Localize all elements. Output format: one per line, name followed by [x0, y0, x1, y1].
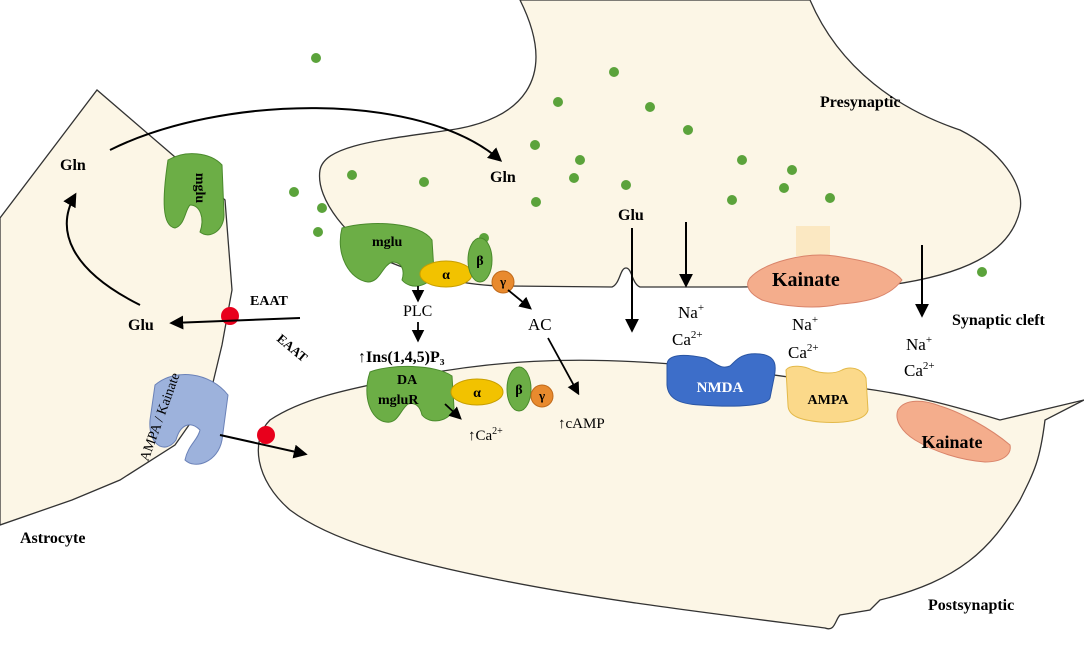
eaat-uptake-arrow — [169, 315, 301, 330]
nmda-receptor — [666, 353, 776, 407]
mglur-receptor-postsynaptic — [366, 365, 455, 423]
kainate-presynaptic-label: Kainate — [772, 269, 840, 291]
vesicle — [311, 53, 321, 63]
presynaptic-label: Presynaptic — [820, 94, 901, 111]
alpha-postsynaptic-label: α — [473, 386, 481, 401]
vesicle — [347, 170, 357, 180]
eaat-label-1: EAAT — [250, 294, 289, 309]
gln-transfer-arrow — [109, 107, 503, 162]
gamma-to-ac-arrow — [507, 289, 532, 310]
camp-label: ↑cAMP — [558, 416, 605, 432]
vesicle — [787, 165, 797, 175]
g-beta-presynaptic — [467, 237, 493, 283]
vesicle — [317, 203, 327, 213]
vesicle — [530, 140, 540, 150]
svg-text:Ca2+: Ca2+ — [788, 342, 819, 362]
svg-text:Na+: Na+ — [792, 314, 818, 334]
da-label: DA — [397, 373, 418, 388]
mglur-postsynaptic-label: mgluR — [378, 393, 419, 408]
astrocyte-label: Astrocyte — [20, 530, 85, 547]
glutamate-vesicles — [289, 53, 987, 277]
vesicle — [575, 155, 585, 165]
mglur-to-ca-arrow — [444, 403, 462, 420]
gln-label-center: Gln — [490, 169, 516, 186]
plc-label: PLC — [403, 303, 432, 320]
vesicle — [531, 197, 541, 207]
gamma-postsynaptic-label: γ — [538, 388, 545, 403]
svg-text:Ca2+: Ca2+ — [904, 360, 935, 380]
g-alpha-postsynaptic — [450, 378, 504, 406]
beta-presynaptic-label: β — [476, 254, 483, 269]
glu-to-gln-arrow — [63, 192, 141, 306]
kainate-receptor-presynaptic — [747, 254, 903, 308]
mglu-receptor-presynaptic — [339, 223, 435, 287]
vesicle — [621, 180, 631, 190]
ions-nmda: Na+ Ca2+ — [672, 302, 704, 349]
synaptic-cleft-label: Synaptic cleft — [952, 312, 1046, 329]
vesicle — [779, 183, 789, 193]
glu-label-center: Glu — [618, 207, 644, 224]
mglu-astrocyte-label: mglu — [192, 173, 207, 204]
svg-text:Na+: Na+ — [678, 302, 704, 322]
mglu-receptor-astrocyte — [163, 153, 225, 236]
vesicle — [727, 195, 737, 205]
vesicle — [553, 97, 563, 107]
kainate-receptor-postsynaptic — [896, 400, 1011, 463]
presynaptic-terminal — [318, 0, 1022, 288]
kainate-presynaptic-stalk — [796, 226, 830, 256]
ions-ampa: Na+ Ca2+ — [788, 314, 819, 362]
ins-label: ↑Ins(1,4,5)P₃ — [358, 349, 445, 366]
gamma-presynaptic-label: γ — [499, 274, 506, 289]
gln-label-left: Gln — [60, 157, 86, 174]
vesicle — [737, 155, 747, 165]
vesicle — [609, 67, 619, 77]
nmda-label: NMDA — [697, 380, 744, 396]
beta-postsynaptic-label: β — [515, 383, 522, 398]
ca-increase-label: ↑Ca2+ — [468, 426, 503, 444]
ions-kainate: Na+ Ca2+ — [904, 334, 935, 380]
g-beta-postsynaptic — [506, 366, 532, 412]
vesicle — [313, 227, 323, 237]
eaat-transporter-dot — [221, 307, 239, 325]
g-gamma-postsynaptic — [530, 384, 554, 408]
vesicle — [569, 173, 579, 183]
g-gamma-presynaptic — [491, 270, 515, 294]
vesicle — [289, 187, 299, 197]
ampa-kainate-receptor-astrocyte — [149, 374, 229, 465]
vesicle — [825, 193, 835, 203]
eaat-label-2: EAAT — [274, 331, 311, 365]
vesicle — [645, 102, 655, 112]
astrocyte-to-post-arrow — [219, 434, 308, 459]
vesicle — [977, 267, 987, 277]
svg-text:Na+: Na+ — [906, 334, 932, 354]
ac-to-camp-arrow — [547, 337, 580, 396]
ampa-label: AMPA — [808, 393, 850, 408]
vesicle — [419, 177, 429, 187]
transport-dot-postsynaptic — [257, 426, 275, 444]
ampa-receptor — [785, 365, 869, 423]
postsynaptic-label: Postsynaptic — [928, 597, 1014, 614]
svg-text:Ca2+: Ca2+ — [672, 329, 703, 349]
ac-label: AC — [528, 315, 552, 334]
alpha-presynaptic-label: α — [442, 268, 450, 283]
vesicle — [683, 125, 693, 135]
mglu-presynaptic-label: mglu — [372, 235, 403, 250]
kainate-postsynaptic-label: Kainate — [922, 432, 983, 452]
glu-label-left: Glu — [128, 317, 154, 334]
